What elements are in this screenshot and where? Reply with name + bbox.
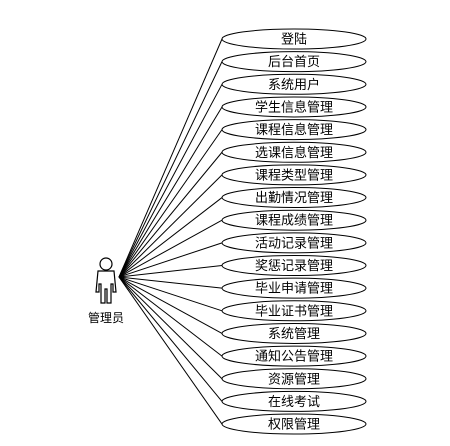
association-line: [118, 276, 223, 312]
use-case-label: 通知公告管理: [255, 349, 333, 365]
association-line: [118, 276, 223, 402]
use-case-ellipse: [221, 73, 367, 95]
use-case: 选课信息管理: [221, 141, 367, 163]
association-line: [118, 197, 223, 278]
use-case-list: 登陆后台首页系统用户学生信息管理课程信息管理选课信息管理课程类型管理出勤情况管理…: [221, 28, 367, 435]
association-line: [118, 151, 223, 278]
association-line: [118, 174, 223, 278]
use-case-ellipse: [221, 209, 367, 231]
use-case-label: 课程信息管理: [255, 122, 333, 138]
use-case: 后台首页: [221, 51, 367, 73]
use-case-label: 在线考试: [268, 395, 320, 410]
use-case: 登陆: [221, 28, 367, 50]
use-case: 系统管理: [221, 322, 367, 344]
use-case-ellipse: [221, 119, 367, 141]
actor: 管理员: [88, 257, 124, 325]
use-case: 通知公告管理: [221, 345, 367, 367]
use-case-ellipse: [221, 51, 367, 73]
use-case-label: 课程成绩管理: [255, 214, 333, 229]
use-case-label: 选课信息管理: [255, 145, 333, 161]
use-case: 活动记录管理: [221, 232, 367, 254]
use-case-label: 权限管理: [268, 417, 320, 433]
use-case: 奖惩记录管理: [221, 255, 367, 276]
association-line: [118, 265, 223, 278]
association-line: [118, 61, 223, 278]
use-case: 课程类型管理: [221, 164, 367, 186]
use-case-label: 课程类型管理: [255, 168, 333, 183]
use-case: 出勤情况管理: [221, 187, 367, 209]
use-case-ellipse: [221, 141, 367, 163]
use-case: 学生信息管理: [221, 96, 367, 118]
use-case: 课程成绩管理: [221, 209, 367, 231]
use-case-label: 登陆: [281, 32, 307, 48]
use-case-ellipse: [221, 390, 367, 412]
use-case-ellipse: [221, 28, 367, 50]
use-case-ellipse: [221, 322, 367, 344]
association-line: [118, 219, 223, 278]
use-case-ellipse: [221, 413, 367, 435]
use-case: 毕业申请管理: [221, 277, 367, 299]
use-case-ellipse: [221, 164, 367, 186]
use-case-label: 系统用户: [268, 77, 320, 93]
use-case-label: 毕业申请管理: [255, 282, 333, 297]
use-case: 资源管理: [221, 368, 367, 390]
association-line: [118, 276, 223, 334]
person-icon: [95, 257, 117, 304]
use-case-label: 毕业证书管理: [255, 304, 333, 319]
actor-label: 管理员: [88, 310, 124, 325]
association-line: [118, 276, 223, 357]
use-case-label: 资源管理: [268, 372, 320, 387]
use-case-label: 出勤情况管理: [255, 191, 333, 206]
use-case: 权限管理: [221, 413, 367, 435]
use-case-label: 活动记录管理: [255, 236, 333, 251]
association-line: [118, 276, 223, 289]
use-case: 在线考试: [221, 390, 367, 412]
use-case-ellipse: [221, 232, 367, 254]
use-case: 毕业证书管理: [221, 300, 367, 322]
use-case-ellipse: [221, 187, 367, 209]
use-case: 课程信息管理: [221, 119, 367, 141]
association-line: [118, 276, 223, 425]
use-case-ellipse: [221, 277, 367, 299]
association-line: [118, 129, 223, 278]
use-case: 系统用户: [221, 73, 367, 95]
use-case-label: 学生信息管理: [255, 99, 333, 115]
use-case-ellipse: [221, 368, 367, 390]
association-line: [118, 38, 223, 278]
use-case-label: 系统管理: [268, 327, 320, 342]
use-case-ellipse: [221, 345, 367, 367]
use-case-label: 后台首页: [268, 55, 320, 70]
use-case-ellipse: [221, 255, 367, 276]
association-line: [118, 276, 223, 380]
association-line: [118, 84, 223, 278]
association-line: [118, 106, 223, 278]
use-case-ellipse: [221, 96, 367, 118]
association-lines: [118, 38, 223, 425]
association-line: [118, 242, 223, 278]
use-case-label: 奖惩记录管理: [255, 259, 333, 274]
use-case-ellipse: [221, 300, 367, 322]
